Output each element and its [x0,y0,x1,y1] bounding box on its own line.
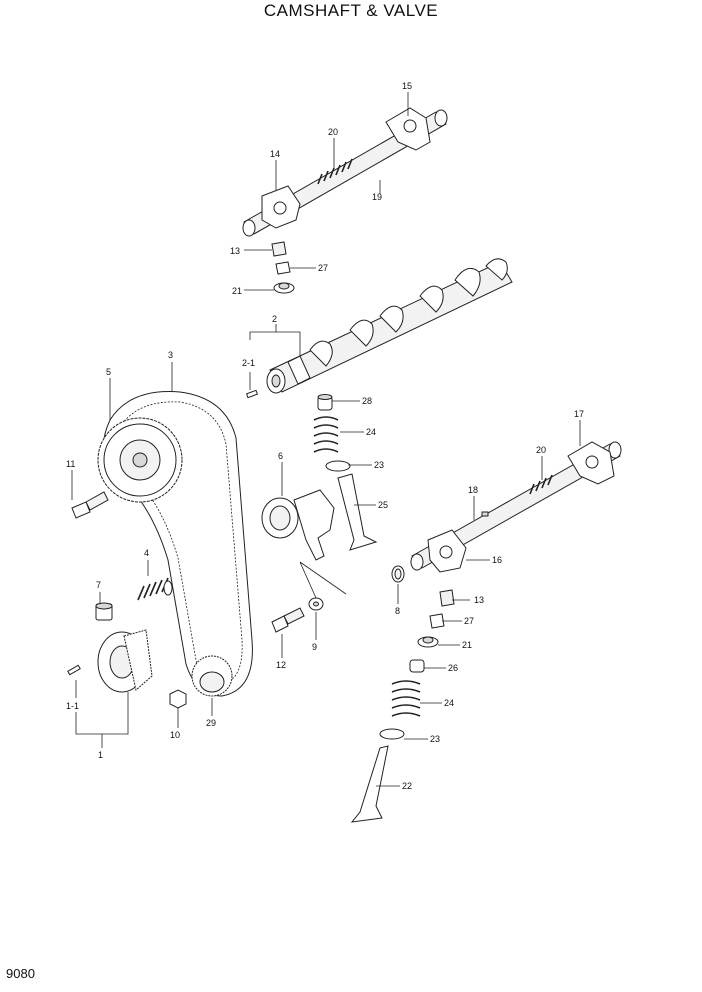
tensioner-washer[interactable] [308,597,324,611]
valve-spring-lower[interactable] [391,680,421,717]
callout-28[interactable]: 28 [362,396,372,406]
spring-retainer-upper[interactable] [325,460,351,472]
callout-27-upper[interactable]: 27 [318,263,328,273]
callout-2[interactable]: 2 [272,314,277,324]
lower-adjuster-screw[interactable] [439,589,455,607]
callout-24-upper[interactable]: 24 [366,427,376,437]
nut[interactable] [169,689,187,709]
camshaft[interactable] [245,258,513,399]
callout-11[interactable]: 11 [66,459,75,469]
callout-2-1[interactable]: 2-1 [242,358,255,368]
valve-seal-lower[interactable] [409,659,425,673]
sprocket-key[interactable] [67,664,81,676]
lower-cap[interactable] [417,636,439,648]
callout-25[interactable]: 25 [378,500,388,510]
callout-12[interactable]: 12 [276,660,286,670]
tensioner-leader [299,561,347,599]
callout-13-upper[interactable]: 13 [230,246,240,256]
callout-3[interactable]: 3 [168,350,173,360]
callout-20-upper[interactable]: 20 [328,127,338,137]
tensioner-spring[interactable] [137,577,173,601]
valve-seal[interactable] [391,565,405,583]
callout-21-lower[interactable]: 21 [462,640,472,650]
callout-26[interactable]: 26 [448,663,458,673]
page-number: 9080 [6,966,35,981]
callout-5[interactable]: 5 [106,367,111,377]
callout-7[interactable]: 7 [96,580,101,590]
exhaust-valve[interactable] [350,745,389,823]
camshaft-sprocket[interactable] [97,417,183,503]
callout-1-1[interactable]: 1-1 [66,701,79,711]
callout-23-lower[interactable]: 23 [430,734,440,744]
callout-13-lower[interactable]: 13 [474,595,484,605]
belt-tensioner[interactable] [261,489,335,561]
callout-10[interactable]: 10 [170,730,180,740]
callout-8[interactable]: 8 [395,606,400,616]
spacer[interactable] [95,602,113,621]
callout-27-lower[interactable]: 27 [464,616,474,626]
lower-rocker-shaft-assembly[interactable] [410,441,622,573]
callout-6[interactable]: 6 [278,451,283,461]
callout-24-lower[interactable]: 24 [444,698,454,708]
callout-14[interactable]: 14 [270,149,280,159]
page-title: CAMSHAFT & VALVE [263,1,439,20]
callout-23-upper[interactable]: 23 [374,460,384,470]
callout-19[interactable]: 19 [372,192,382,202]
callout-16[interactable]: 16 [492,555,502,565]
idler-pulley[interactable] [191,655,233,697]
valve-spring-upper[interactable] [313,416,339,453]
crankshaft-sprocket[interactable] [97,629,153,693]
lower-lock-nut[interactable] [429,613,445,629]
callout-labels: 15 20 14 19 13 27 21 2 2-1 3 5 28 24 6 2… [66,81,584,791]
valve-lifter[interactable] [317,394,333,411]
callout-29[interactable]: 29 [206,718,216,728]
callout-20-lower[interactable]: 20 [536,445,546,455]
callout-22[interactable]: 22 [402,781,412,791]
callout-4[interactable]: 4 [144,548,149,558]
sprocket-bolt[interactable] [71,491,109,519]
callout-1[interactable]: 1 [98,750,103,760]
upper-adjuster-set[interactable] [271,241,295,294]
leader-lines [71,92,581,787]
callout-9[interactable]: 9 [312,642,317,652]
intake-valve[interactable] [337,473,378,551]
callout-15[interactable]: 15 [402,81,412,91]
callout-21-upper[interactable]: 21 [232,286,242,296]
tensioner-bolt[interactable] [271,607,305,633]
callout-18[interactable]: 18 [468,485,478,495]
upper-rocker-shaft-assembly[interactable] [242,107,448,237]
spring-retainer-lower[interactable] [379,728,405,740]
callout-17[interactable]: 17 [574,409,584,419]
